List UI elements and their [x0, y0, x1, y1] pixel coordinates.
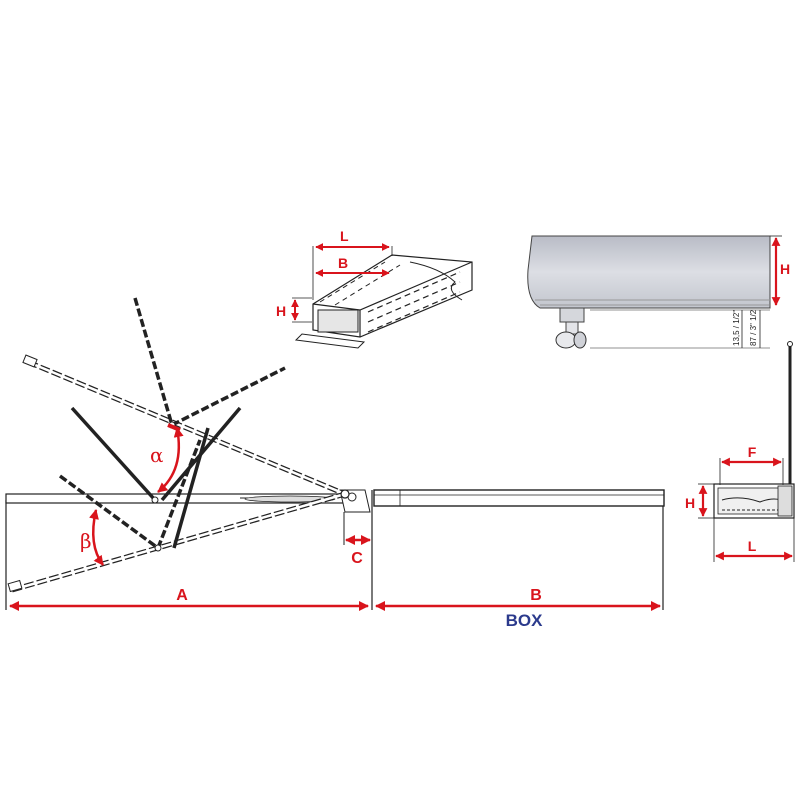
profile-height-label: H — [780, 261, 790, 277]
awning-side-view — [5, 297, 665, 610]
section-length-label: L — [748, 538, 757, 554]
support-legs-upper — [70, 297, 286, 549]
section-height-label: H — [685, 495, 695, 511]
dimension-a-label: A — [176, 587, 188, 604]
package-length-label: L — [340, 228, 349, 244]
dimension-c-label: C — [351, 550, 363, 567]
box-label: BOX — [506, 611, 544, 630]
profile-small-dim-2: 87 / 3" 1/2 — [749, 309, 758, 346]
dimension-c: C — [343, 512, 371, 567]
angle-alpha-label: α — [150, 443, 164, 467]
angle-alpha-indicator: α — [150, 423, 184, 493]
angle-beta-label: β — [80, 529, 92, 553]
cassette-box — [373, 489, 665, 507]
package-view: L B H — [276, 228, 473, 349]
dimension-b: B BOX — [375, 587, 661, 630]
dimension-a: A — [9, 587, 369, 611]
package-width-label: B — [338, 255, 348, 271]
profile-view: H 13,5 / 1/2" 87 / 3" 1/2 — [527, 235, 790, 349]
profile-small-dim-1: 13,5 / 1/2" — [732, 310, 741, 346]
dimension-b-label: B — [530, 587, 542, 604]
angle-beta-indicator: β — [80, 509, 105, 566]
package-height-label: H — [276, 303, 286, 319]
section-view: F H L — [685, 341, 795, 562]
section-front-label: F — [748, 444, 757, 460]
support-legs-lower — [58, 439, 202, 550]
